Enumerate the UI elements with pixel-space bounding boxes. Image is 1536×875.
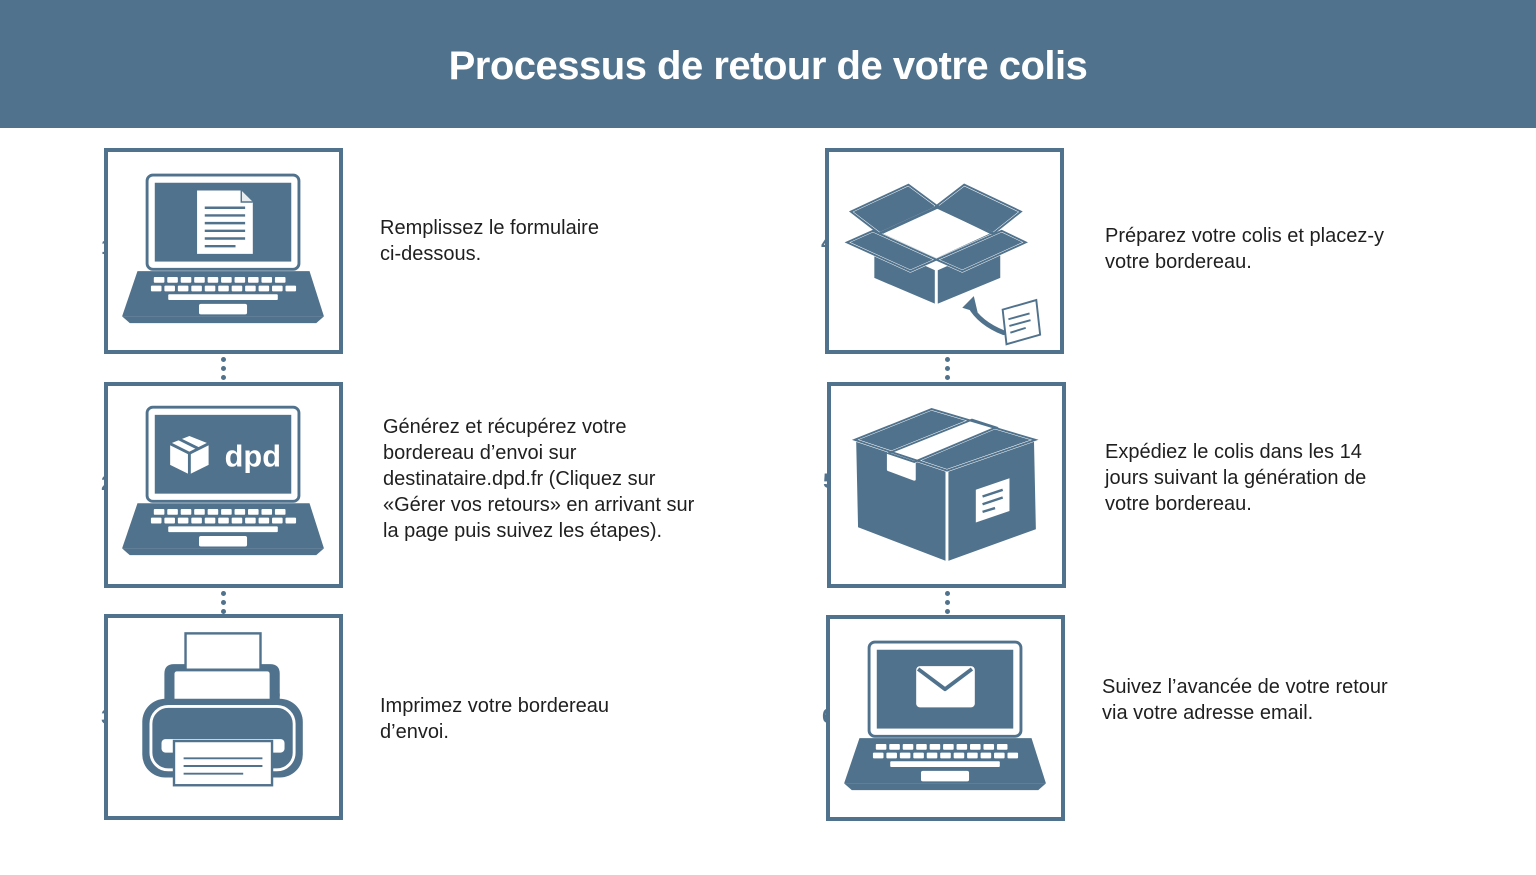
step-2-box: dpd <box>104 382 343 588</box>
step-connector <box>945 357 950 380</box>
step-5-description: Expédiez le colis dans les 14 jours suiv… <box>1105 441 1367 515</box>
step-connector <box>221 591 226 614</box>
envelope-icon <box>916 666 975 708</box>
step-4-box <box>825 148 1064 354</box>
step-connector <box>945 591 950 614</box>
step-4-description: Préparez votre colis et placez-y votre b… <box>1105 225 1385 273</box>
step-5-box <box>827 382 1066 588</box>
page-title: Processus de retour de votre colis <box>448 43 1088 88</box>
step-3-description: Imprimez votre bordereau d’envoi. <box>380 695 609 743</box>
step-6-description: Suivez l’avancée de votre retour via vot… <box>1102 676 1388 724</box>
dpd-logo: dpd <box>169 435 281 475</box>
header-banner: Processus de retour de votre colis <box>0 0 1536 128</box>
step-6-box <box>826 615 1065 821</box>
step-3-box <box>104 614 343 820</box>
laptop-document-icon <box>122 173 324 324</box>
closed-box-icon <box>851 407 1039 565</box>
step-1-box <box>104 148 343 354</box>
laptop-dpd-icon: dpd <box>122 405 324 556</box>
open-box-icon <box>844 183 1042 346</box>
step-connector <box>221 357 226 380</box>
step-1-description: Remplissez le formulaire ci-dessous. <box>380 217 599 265</box>
laptop-email-icon <box>844 640 1046 791</box>
dpd-logo-text: dpd <box>225 439 281 474</box>
printer-icon <box>142 632 303 787</box>
label-document-icon <box>1001 298 1042 346</box>
shipping-label-icon <box>975 478 1010 523</box>
document-icon <box>197 190 253 254</box>
step-2-description: Générez et récupérez votre bordereau d’e… <box>383 416 695 542</box>
